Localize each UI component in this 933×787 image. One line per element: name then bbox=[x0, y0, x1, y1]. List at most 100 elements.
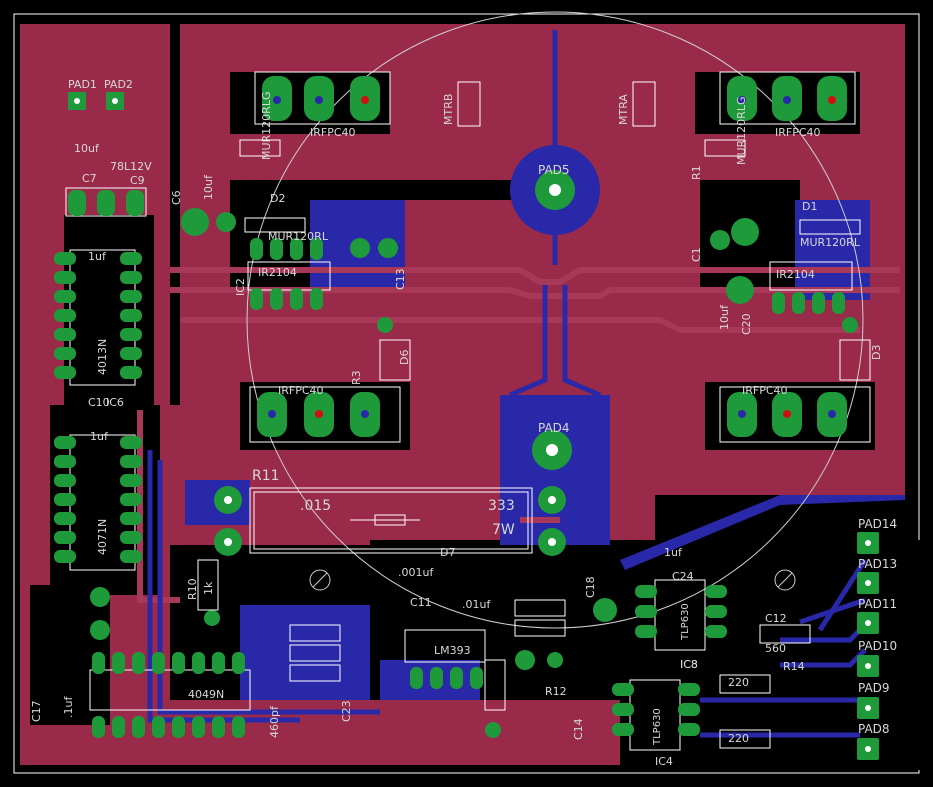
svg-text:MUR120RLG: MUR120RLG bbox=[735, 97, 748, 165]
svg-text:IC8: IC8 bbox=[680, 658, 698, 671]
svg-text:PAD9: PAD9 bbox=[858, 681, 890, 695]
r11-shunt: R11 .015 333 7W bbox=[214, 468, 566, 556]
pad4[interactable] bbox=[532, 430, 572, 470]
irfpc40-bottom-right: IRFPC40 bbox=[719, 384, 871, 443]
voltage-regulator bbox=[65, 187, 147, 217]
svg-text:MTRA: MTRA bbox=[617, 94, 630, 125]
svg-text:333: 333 bbox=[488, 498, 515, 514]
svg-text:R1: R1 bbox=[690, 165, 703, 180]
svg-text:.015: .015 bbox=[300, 498, 331, 514]
mtrb-pad[interactable]: MTRB bbox=[442, 81, 481, 127]
pad1-pad2[interactable] bbox=[68, 92, 124, 110]
svg-text:C10: C10 bbox=[88, 396, 110, 409]
silkscreen-labels: PAD1 PAD2 C7 C9 10uf 78L12V 1uf C10 IC6 … bbox=[30, 78, 883, 745]
svg-text:220: 220 bbox=[728, 732, 749, 745]
svg-text:10uf: 10uf bbox=[718, 304, 731, 330]
svg-text:R10: R10 bbox=[186, 578, 199, 600]
svg-text:C6: C6 bbox=[170, 190, 183, 205]
svg-text:C20: C20 bbox=[740, 313, 753, 335]
svg-text:C23: C23 bbox=[340, 700, 353, 722]
svg-text:220: 220 bbox=[728, 676, 749, 689]
ic-tlp630-top: TLP630 IC8 bbox=[635, 579, 727, 671]
pad4-label: PAD4 bbox=[538, 421, 570, 435]
svg-text:IC4: IC4 bbox=[655, 755, 673, 768]
svg-text:C13: C13 bbox=[394, 268, 407, 290]
svg-text:R12: R12 bbox=[545, 685, 567, 698]
svg-text:10uf: 10uf bbox=[202, 174, 215, 200]
svg-text:C11: C11 bbox=[410, 596, 432, 609]
ic-4071n: 4071N bbox=[54, 434, 142, 571]
board-outline bbox=[13, 13, 920, 774]
svg-text:PAD11: PAD11 bbox=[858, 597, 897, 611]
svg-text:R14: R14 bbox=[783, 660, 805, 673]
svg-text:.1uf: .1uf bbox=[62, 696, 75, 718]
pad5[interactable] bbox=[535, 170, 575, 210]
svg-text:IC8: IC8 bbox=[680, 658, 698, 671]
svg-text:IC6: IC6 bbox=[106, 396, 124, 409]
svg-text:C17: C17 bbox=[30, 700, 43, 722]
svg-text:C14: C14 bbox=[572, 718, 585, 740]
svg-text:MUR120RLG: MUR120RLG bbox=[260, 92, 273, 160]
svg-text:4049N: 4049N bbox=[188, 688, 224, 701]
edge-pads[interactable] bbox=[857, 532, 879, 760]
svg-text:460pf: 460pf bbox=[268, 705, 281, 738]
mounting-holes bbox=[309, 569, 796, 591]
svg-text:D7: D7 bbox=[440, 546, 455, 559]
svg-text:1uf: 1uf bbox=[90, 430, 109, 443]
svg-text:TLP630: TLP630 bbox=[680, 603, 691, 641]
svg-text:.01uf: .01uf bbox=[462, 598, 491, 611]
svg-text:PAD8: PAD8 bbox=[858, 722, 890, 736]
svg-text:MTRB: MTRB bbox=[442, 94, 455, 125]
svg-text:C18: C18 bbox=[584, 576, 597, 598]
svg-text:LM393: LM393 bbox=[434, 644, 471, 657]
ic-ir2104-right: IR2104 bbox=[769, 261, 853, 314]
svg-text:MUR120RL: MUR120RL bbox=[268, 230, 329, 243]
svg-text:PAD2: PAD2 bbox=[104, 78, 133, 91]
svg-text:R3: R3 bbox=[350, 370, 363, 385]
svg-text:560: 560 bbox=[765, 642, 786, 655]
edge-pad-labels: PAD14 PAD13 PAD11 PAD10 PAD9 PAD8 bbox=[858, 517, 897, 736]
svg-text:78L12V: 78L12V bbox=[110, 160, 152, 173]
ic-4049n: 4049N bbox=[89, 652, 251, 738]
irfpc40-bottom-left: IRFPC40 bbox=[249, 384, 401, 443]
ic-tlp630-bottom: TLP630 IC4 bbox=[612, 679, 700, 768]
svg-text:1uf: 1uf bbox=[88, 250, 107, 263]
svg-text:R11: R11 bbox=[252, 468, 280, 484]
svg-text:4013N: 4013N bbox=[96, 339, 109, 375]
svg-text:C9: C9 bbox=[130, 174, 145, 187]
svg-text:.001uf: .001uf bbox=[398, 566, 434, 579]
pad5-label: PAD5 bbox=[538, 163, 570, 177]
svg-text:IRFPC40: IRFPC40 bbox=[278, 384, 324, 397]
svg-text:PAD1: PAD1 bbox=[68, 78, 97, 91]
svg-text:C7: C7 bbox=[82, 172, 97, 185]
svg-text:4071N: 4071N bbox=[96, 519, 109, 555]
svg-text:TLP630: TLP630 bbox=[652, 708, 663, 746]
mtra-pad[interactable]: MTRA bbox=[617, 81, 656, 127]
irfpc40-top-right: IRFPC40 bbox=[719, 71, 856, 139]
svg-text:IRFPC40: IRFPC40 bbox=[742, 384, 788, 397]
svg-text:PAD13: PAD13 bbox=[858, 557, 897, 571]
svg-text:C12: C12 bbox=[765, 612, 787, 625]
svg-text:IR2104: IR2104 bbox=[776, 268, 815, 281]
svg-text:D2: D2 bbox=[270, 192, 285, 205]
svg-text:7W: 7W bbox=[492, 522, 515, 538]
irfpc40-top-left: IRFPC40 bbox=[254, 71, 391, 139]
mounting-outline bbox=[246, 11, 864, 629]
svg-text:D1: D1 bbox=[802, 200, 817, 213]
small-components bbox=[90, 139, 871, 749]
bottom-traces bbox=[147, 30, 868, 738]
svg-text:PAD14: PAD14 bbox=[858, 517, 897, 531]
svg-text:10uf: 10uf bbox=[74, 142, 100, 155]
ic-4013n: 4013N bbox=[54, 249, 142, 386]
svg-text:PAD10: PAD10 bbox=[858, 639, 897, 653]
svg-text:C24: C24 bbox=[672, 570, 694, 583]
svg-text:1uf: 1uf bbox=[664, 546, 683, 559]
svg-text:MUR120RL: MUR120RL bbox=[800, 236, 861, 249]
svg-text:D3: D3 bbox=[870, 345, 883, 360]
svg-text:1k: 1k bbox=[202, 581, 215, 595]
svg-text:IRFPC40: IRFPC40 bbox=[310, 126, 356, 139]
svg-text:IR2104: IR2104 bbox=[258, 266, 297, 279]
svg-text:D6: D6 bbox=[398, 350, 411, 365]
ic-ir2104-left: IR2104 IC2 bbox=[234, 238, 331, 310]
